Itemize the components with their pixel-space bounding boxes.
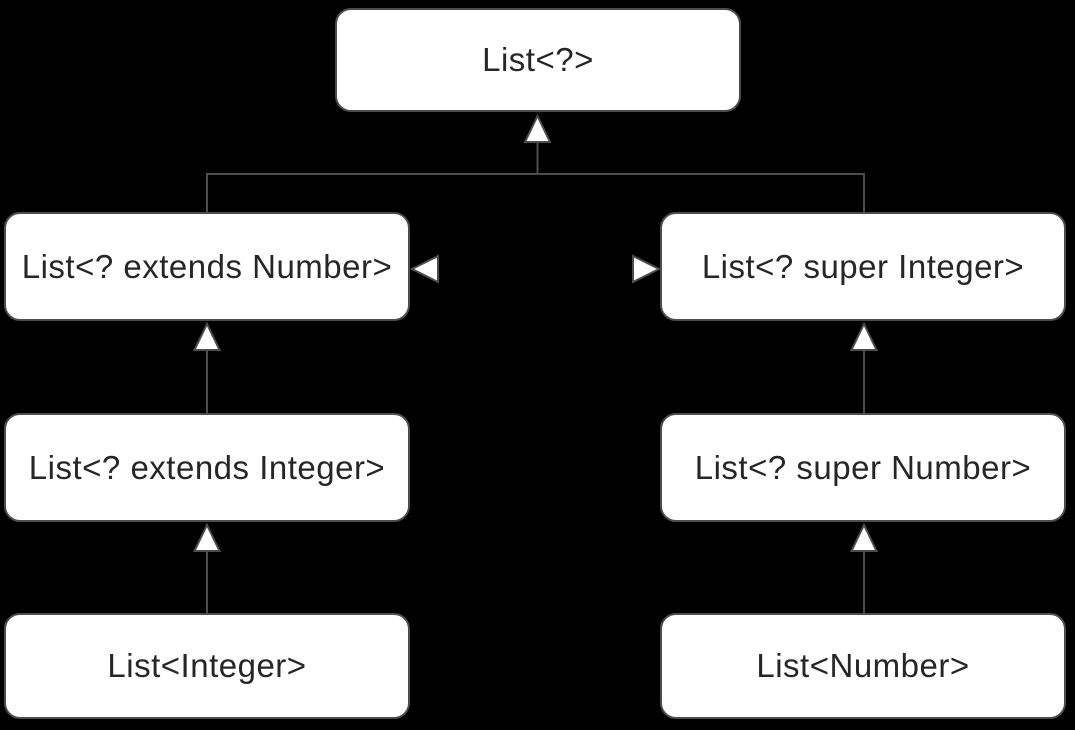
edge-extends-integer-to-extends-number <box>192 321 222 413</box>
edge-list-number-to-super-number <box>849 522 879 613</box>
arrowhead-up-icon <box>849 321 879 351</box>
arrowhead-up-root-icon <box>523 113 552 143</box>
node-list-extends-integer: List<? extends Integer> <box>4 413 410 522</box>
node-list-super-integer: List<? super Integer> <box>660 212 1066 321</box>
arrowhead-up-icon <box>192 522 222 552</box>
node-list-wildcard: List<?> <box>335 8 741 112</box>
arrowhead-left-icon <box>409 254 439 284</box>
node-list-number: List<Number> <box>660 613 1066 719</box>
node-list-integer: List<Integer> <box>4 613 410 719</box>
arrowhead-up-icon <box>192 321 222 351</box>
edge-super-number-to-super-integer <box>849 321 879 413</box>
edge-middle-to-root <box>206 113 865 212</box>
arrowhead-up-icon <box>849 522 879 552</box>
node-list-extends-number: List<? extends Number> <box>4 212 410 321</box>
edge-list-integer-to-extends-integer <box>192 522 222 613</box>
arrowhead-right-icon <box>632 254 662 284</box>
node-list-super-number: List<? super Number> <box>660 413 1066 522</box>
